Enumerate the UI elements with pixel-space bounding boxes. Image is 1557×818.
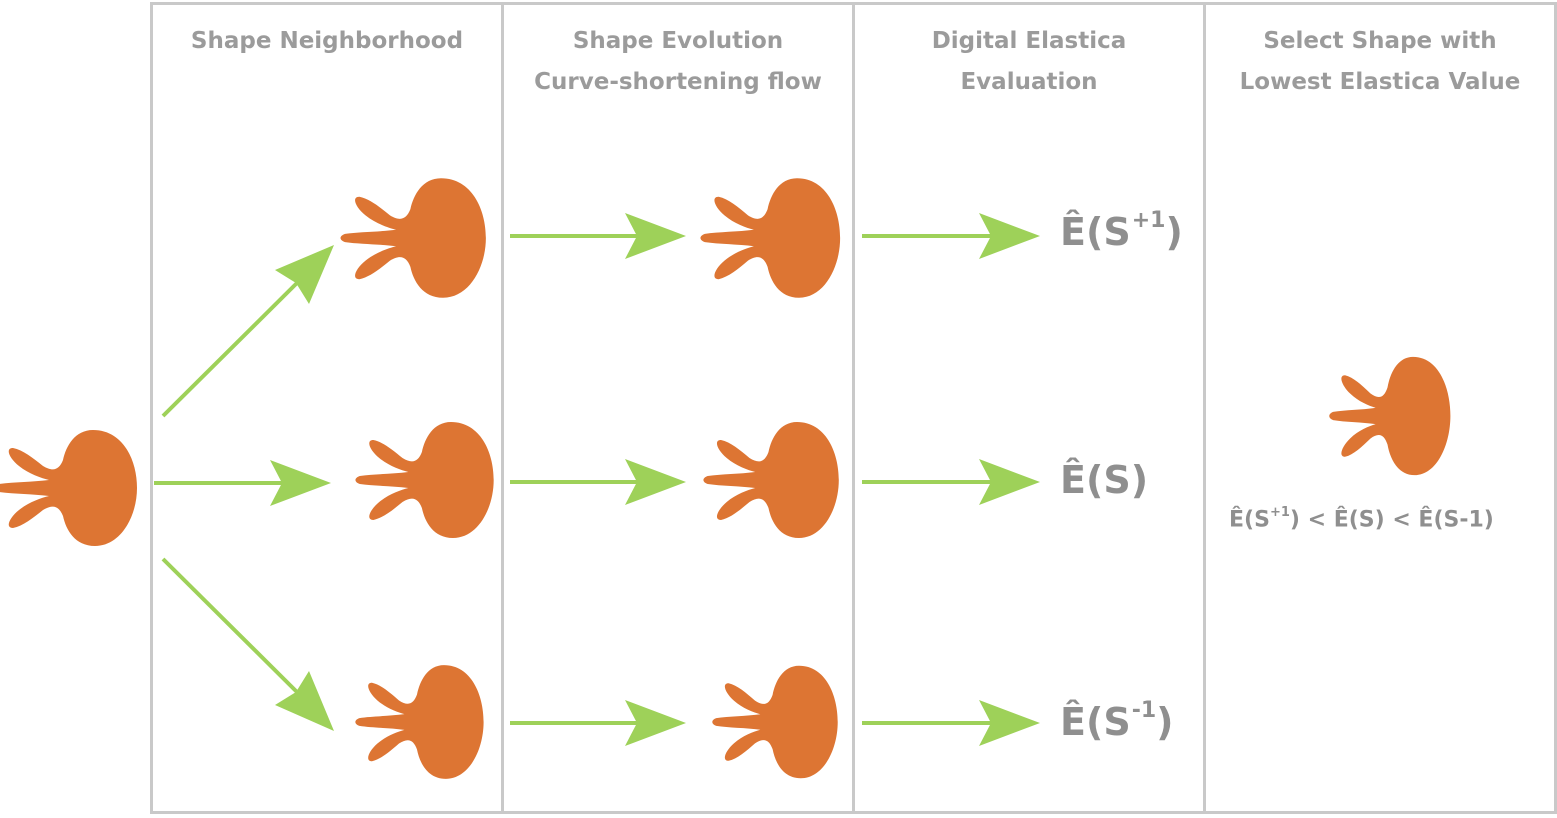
selected-shape: [1329, 356, 1451, 476]
evolved-shape-current: [703, 422, 839, 538]
header-line: Lowest Elastica Value: [1239, 69, 1521, 95]
inequality-part: ) < Ê(S) < Ê(S-1): [1289, 507, 1494, 533]
energy-base: Ê(S: [1060, 210, 1131, 254]
energy-inequality: Ê(S+1) < Ê(S) < Ê(S-1): [1229, 505, 1494, 533]
energy-superscript: -1: [1131, 698, 1157, 724]
energy-base: Ê(S: [1060, 700, 1131, 744]
arrowhead: [625, 213, 686, 259]
arrow-down: [161, 557, 307, 702]
neighbor-shape-plus: [340, 178, 486, 298]
arrowhead: [275, 671, 334, 731]
panel-header: Shape Evolution Curve-shortening flow: [504, 21, 852, 103]
evolved-shape-plus: [700, 178, 841, 298]
energy-label-minus: Ê(S-1): [1060, 698, 1174, 744]
header-line: Curve-shortening flow: [534, 69, 822, 95]
energy-base: Ê(S: [1060, 458, 1131, 502]
panel-header: Digital Elastica Evaluation: [855, 21, 1203, 103]
panel-select-shape: Select Shape with Lowest Elastica Value: [1203, 2, 1557, 814]
energy-close: ): [1156, 700, 1174, 744]
header-line: Shape Evolution: [572, 28, 784, 54]
neighbor-shape-current: [355, 422, 494, 538]
header-line: Select Shape with: [1263, 28, 1497, 54]
header-line: Shape Neighborhood: [190, 28, 464, 54]
arrowhead: [275, 245, 334, 304]
inequality-part: Ê(S: [1229, 507, 1270, 533]
inequality-superscript: +1: [1269, 505, 1290, 520]
arrowhead: [625, 700, 686, 746]
arrowhead: [979, 459, 1040, 505]
evolved-shape-minus: [712, 665, 838, 779]
header-line: Evaluation: [960, 69, 1098, 95]
panel-header: Shape Neighborhood: [153, 21, 501, 62]
energy-close: ): [1130, 458, 1149, 502]
input-shape: [0, 430, 137, 546]
arrow-up: [161, 273, 307, 418]
panel-header: Select Shape with Lowest Elastica Value: [1206, 21, 1554, 103]
arrowhead: [270, 460, 331, 506]
header-line: Digital Elastica: [931, 28, 1127, 54]
arrowhead: [979, 213, 1040, 259]
arrowhead: [979, 700, 1040, 746]
neighbor-shape-minus: [355, 665, 484, 779]
energy-close: ): [1165, 210, 1183, 254]
energy-label-current: Ê(S): [1060, 458, 1148, 502]
energy-superscript: +1: [1131, 208, 1166, 234]
energy-label-plus: Ê(S+1): [1060, 208, 1183, 254]
arrowhead: [625, 459, 686, 505]
